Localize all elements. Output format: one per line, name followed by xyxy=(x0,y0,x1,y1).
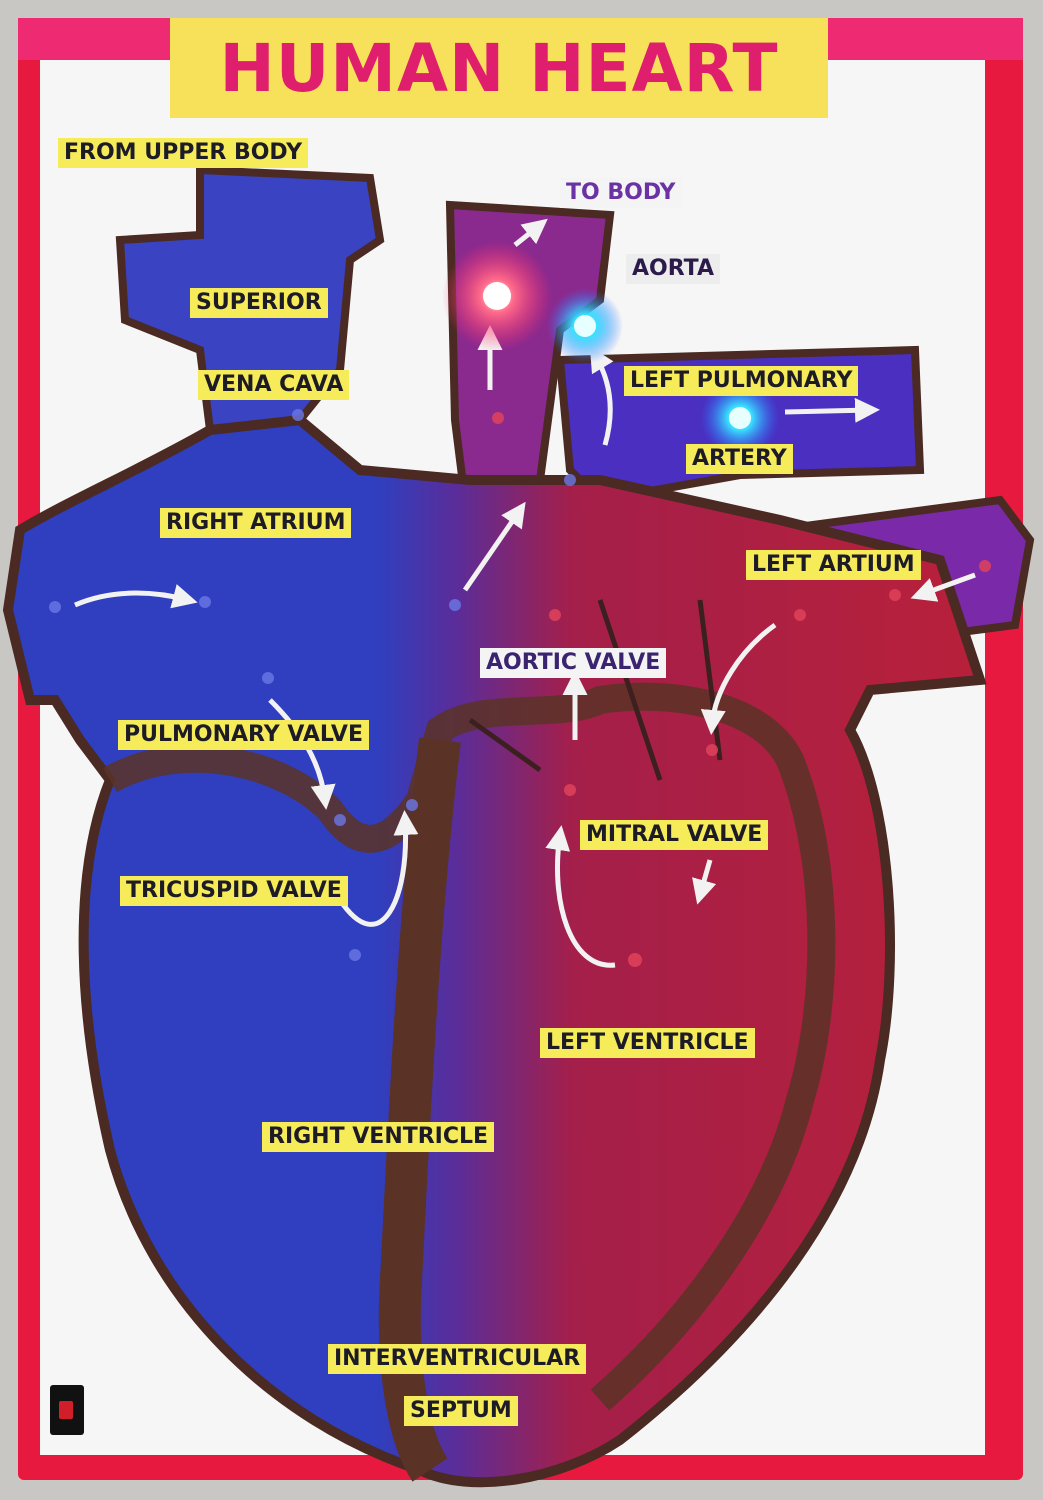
label-right-ventricle: RIGHT VENTRICLE xyxy=(262,1122,494,1152)
label-to-body: TO BODY xyxy=(560,178,681,208)
label-artery: ARTERY xyxy=(686,444,793,474)
label-from-upper-body: FROM UPPER BODY xyxy=(58,138,308,168)
poster-title: HUMAN HEART xyxy=(170,18,828,118)
label-pulmonary-valve: PULMONARY VALVE xyxy=(118,720,369,750)
label-left-ventricle: LEFT VENTRICLE xyxy=(540,1028,755,1058)
label-tricuspid-valve: TRICUSPID VALVE xyxy=(120,876,348,906)
label-mitral-valve: MITRAL VALVE xyxy=(580,820,768,850)
led-red-icon xyxy=(442,241,552,351)
label-left-artium: LEFT ARTIUM xyxy=(746,550,921,580)
label-septum: SEPTUM xyxy=(404,1396,518,1426)
label-aortic-valve: AORTIC VALVE xyxy=(480,648,666,678)
label-superior: SUPERIOR xyxy=(190,288,328,318)
label-aorta: AORTA xyxy=(626,254,720,284)
led-blue-icon xyxy=(547,288,623,364)
power-switch-knob[interactable] xyxy=(59,1401,73,1419)
label-right-atrium: RIGHT ATRIUM xyxy=(160,508,351,538)
label-left-pulmonary: LEFT PULMONARY xyxy=(624,366,858,396)
label-vena-cava: VENA CAVA xyxy=(198,370,349,400)
label-interventricular: INTERVENTRICULAR xyxy=(328,1344,586,1374)
power-switch-icon[interactable] xyxy=(50,1385,84,1435)
